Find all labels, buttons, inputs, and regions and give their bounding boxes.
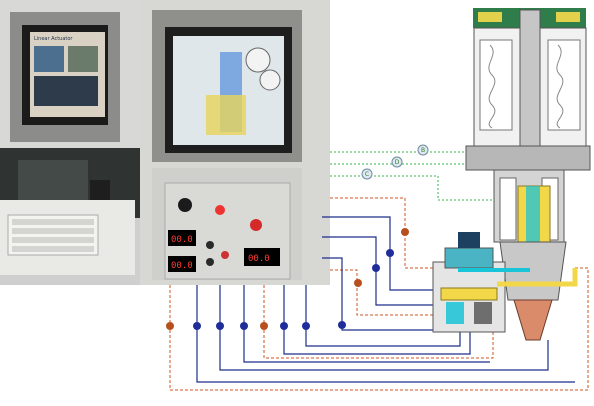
manifold-gray-port <box>474 302 492 324</box>
test-bench-photo: Linear Actuator <box>0 0 330 285</box>
emergency-stop-icon <box>250 219 262 231</box>
orange-node-2 <box>354 279 362 287</box>
left-spring-housing <box>479 39 513 131</box>
blue-line-8 <box>305 285 461 347</box>
meter-3 <box>244 248 280 266</box>
blue-line-7 <box>283 285 471 355</box>
marker-c-icon <box>361 168 373 180</box>
meter-2 <box>168 256 196 272</box>
selector-knob-icon <box>178 198 192 212</box>
switch-2-icon <box>206 258 214 266</box>
keyboard-keys <box>12 219 94 252</box>
left-monitor-panel <box>34 76 98 106</box>
right-monitor-valve <box>206 95 246 135</box>
orange-node-4 <box>260 322 268 330</box>
top-mount-right-bolt <box>556 12 580 22</box>
meter-2-text: 00.0 <box>171 261 193 271</box>
left-monitor-title: Linear Actuator <box>34 36 73 42</box>
left-spring-icon <box>488 44 496 129</box>
right-monitor-gauge-1 <box>245 47 271 73</box>
nozzle-tip <box>513 299 553 341</box>
right-spring-housing <box>547 39 581 131</box>
marker-d-label: D <box>395 159 400 166</box>
line-nodes <box>166 228 409 330</box>
blue-node-4 <box>193 322 201 330</box>
orange-line-3 <box>169 267 589 391</box>
blue-node-1 <box>386 249 394 257</box>
marker-b-icon <box>417 144 429 156</box>
blue-node-2 <box>372 264 380 272</box>
right-spring-icon <box>556 44 564 129</box>
marker-c-label: C <box>365 171 369 178</box>
switch-1-icon <box>206 241 214 249</box>
yellow-connection-pipe <box>497 268 578 287</box>
orange-line-2 <box>330 269 433 316</box>
manifold-yellow-passage <box>440 287 498 301</box>
test-bench-photo-svg: Linear Actuator <box>0 0 330 285</box>
green-markers: B D C <box>361 144 429 180</box>
left-monitor-image <box>34 46 64 72</box>
orange-node-3 <box>166 322 174 330</box>
meter-1 <box>168 230 196 246</box>
left-monitor-image-2 <box>68 46 98 72</box>
solenoid-coil-icon <box>458 232 480 248</box>
blue-line-4 <box>196 285 575 383</box>
blue-node-7 <box>280 322 288 330</box>
blue-node-8 <box>302 322 310 330</box>
orange-node-1 <box>401 228 409 236</box>
right-monitor-gauge-2 <box>259 69 281 91</box>
control-manifold <box>432 232 578 333</box>
valve-left-chamber <box>499 177 517 241</box>
green-signal-lines <box>330 151 500 201</box>
blue-line-6 <box>243 285 490 363</box>
blue-line-3 <box>322 257 452 331</box>
blue-node-3 <box>338 321 346 329</box>
marker-d-icon <box>391 156 403 168</box>
marker-b-label: B <box>421 147 425 154</box>
blue-line-2 <box>322 236 443 306</box>
meter-1-text: 00.0 <box>171 235 193 245</box>
blue-node-5 <box>216 322 224 330</box>
blue-line-1 <box>322 216 443 291</box>
red-indicator-icon <box>215 205 225 215</box>
top-mount-left-bolt <box>478 12 502 22</box>
orange-line-1 <box>330 197 442 269</box>
manifold-top-valve <box>444 247 494 269</box>
green-line-3 <box>330 175 500 201</box>
middle-flange <box>465 145 591 171</box>
meter-3-text: 00.0 <box>248 254 270 264</box>
blue-node-6 <box>240 322 248 330</box>
switch-3-icon <box>221 251 229 259</box>
manifold-cyan-port <box>446 302 464 324</box>
